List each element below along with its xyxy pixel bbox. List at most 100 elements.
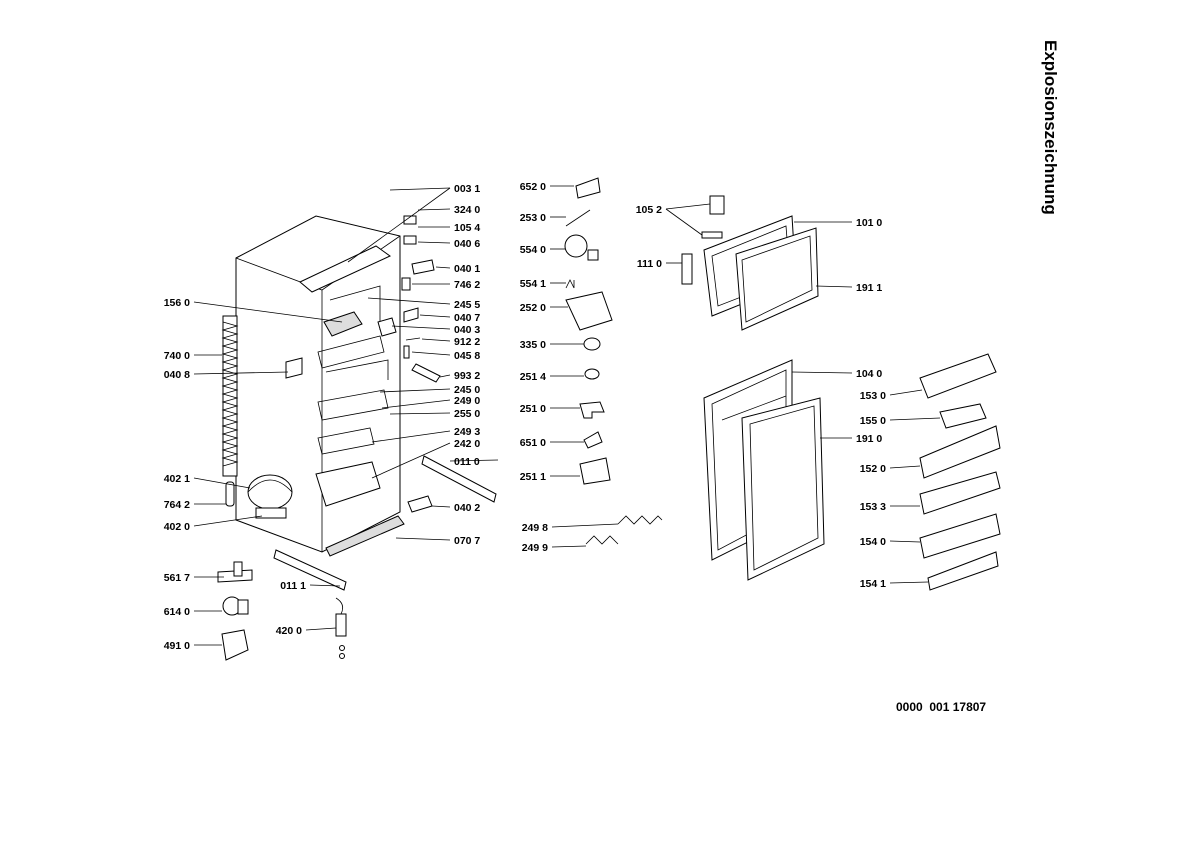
callout-255-0: 255 0 (389, 408, 480, 420)
leader-line (389, 187, 451, 191)
callout-335-0: 335 0 (520, 339, 584, 351)
leader-line (551, 545, 587, 548)
part-number-label: 554 0 (520, 244, 546, 256)
leader-line (347, 187, 451, 263)
part-number-label: 249 3 (454, 426, 480, 438)
part-number-label: 491 0 (164, 640, 190, 652)
fridge-door (703, 359, 825, 581)
part-number-label: 040 6 (454, 238, 480, 250)
callout-245-5: 245 5 (367, 297, 480, 311)
compressor (225, 474, 293, 519)
callout-249-8: 249 8 (522, 522, 619, 534)
leader-line (193, 515, 263, 527)
callout-402-1: 402 1 (164, 473, 251, 489)
leader-line (889, 581, 929, 584)
base-strip (325, 515, 405, 557)
small-parts-top (285, 215, 441, 513)
part-number-label: 101 0 (856, 217, 882, 229)
callout-154-1: 154 1 (860, 578, 929, 590)
leader-line (889, 389, 923, 396)
part-number-label: 070 7 (454, 535, 480, 547)
part-number-label: 011 0 (454, 456, 480, 468)
leader-line (395, 537, 451, 541)
part-number-label: 746 2 (454, 279, 480, 291)
part-number-label: 040 7 (454, 312, 480, 324)
callout-003-1: 003 1 (347, 183, 480, 263)
callout-652-0: 652 0 (520, 181, 574, 193)
callout-651-0: 651 0 (520, 437, 584, 449)
callout-153-3: 153 3 (860, 501, 920, 513)
callout-011-1: 011 1 (280, 580, 341, 592)
part-number-label: 740 0 (164, 350, 190, 362)
part-number-label: 335 0 (520, 339, 546, 351)
callout-040-7: 040 7 (419, 312, 480, 324)
callout-561-7: 561 7 (164, 572, 224, 584)
part-number-label: 045 8 (454, 350, 480, 362)
leader-line (379, 388, 451, 393)
leader-line (815, 285, 853, 288)
fridge-cabinet (235, 215, 401, 553)
part-number-label: 242 0 (454, 438, 480, 450)
callout-040-1: 040 1 (435, 263, 480, 275)
callout-155-0: 155 0 (860, 415, 941, 427)
small-parts-bottom (217, 561, 347, 661)
part-number-label: 249 8 (522, 522, 548, 534)
callout-614-0: 614 0 (164, 606, 222, 618)
leader-line (419, 314, 451, 318)
leader-line (309, 584, 341, 587)
part-number-label: 111 0 (637, 258, 662, 270)
callout-251-1: 251 1 (520, 471, 580, 483)
part-number-label: 040 3 (454, 324, 480, 336)
part-number-label: 652 0 (520, 181, 546, 193)
leader-line (411, 351, 451, 356)
leader-line (391, 325, 451, 330)
part-number-label: 251 4 (520, 371, 546, 383)
part-number-label: 152 0 (860, 463, 886, 475)
part-number-label: 912 2 (454, 336, 480, 348)
part-number-label: 253 0 (520, 212, 546, 224)
leader-line (889, 417, 941, 421)
leader-line (417, 241, 451, 244)
part-number-label: 255 0 (454, 408, 480, 420)
leader-line (431, 505, 451, 508)
part-number-label: 252 0 (520, 302, 546, 314)
part-number-label: 324 0 (454, 204, 480, 216)
callout-101-0: 101 0 (794, 217, 882, 229)
callout-249-3: 249 3 (371, 426, 480, 443)
callout-912-2: 912 2 (421, 336, 480, 348)
part-number-label: 251 1 (520, 471, 546, 483)
part-number-label: 104 0 (856, 368, 882, 380)
part-number-label: 554 1 (520, 278, 546, 290)
callout-554-1: 554 1 (520, 278, 566, 290)
callout-740-0: 740 0 (164, 350, 222, 362)
callout-154-0: 154 0 (860, 536, 921, 548)
leader-line (417, 208, 451, 211)
callout-040-8: 040 8 (164, 369, 289, 381)
part-number-label: 154 0 (860, 536, 886, 548)
leader-line (371, 430, 451, 443)
callout-104-0: 104 0 (791, 368, 882, 380)
callout-252-0: 252 0 (520, 302, 568, 314)
part-number-label: 040 2 (454, 502, 480, 514)
callout-153-0: 153 0 (860, 389, 923, 402)
leader-line (305, 627, 337, 631)
part-number-label: 402 0 (164, 521, 190, 533)
callout-993-2: 993 2 (439, 370, 480, 382)
leader-line (193, 477, 251, 489)
part-number-label: 003 1 (454, 183, 480, 195)
leader-line (421, 338, 451, 342)
leader-line (389, 412, 451, 415)
leader-line (367, 297, 451, 305)
part-number-label: 155 0 (860, 415, 886, 427)
leader-line (551, 523, 619, 528)
callout-491-0: 491 0 (164, 640, 222, 652)
part-number-label: 764 2 (164, 499, 190, 511)
part-number-label: 040 8 (164, 369, 190, 381)
part-number-label: 245 0 (454, 384, 480, 396)
leader-line (889, 465, 921, 469)
callout-251-0: 251 0 (520, 403, 580, 415)
leader-line (439, 374, 451, 378)
part-number-label: 156 0 (164, 297, 190, 309)
